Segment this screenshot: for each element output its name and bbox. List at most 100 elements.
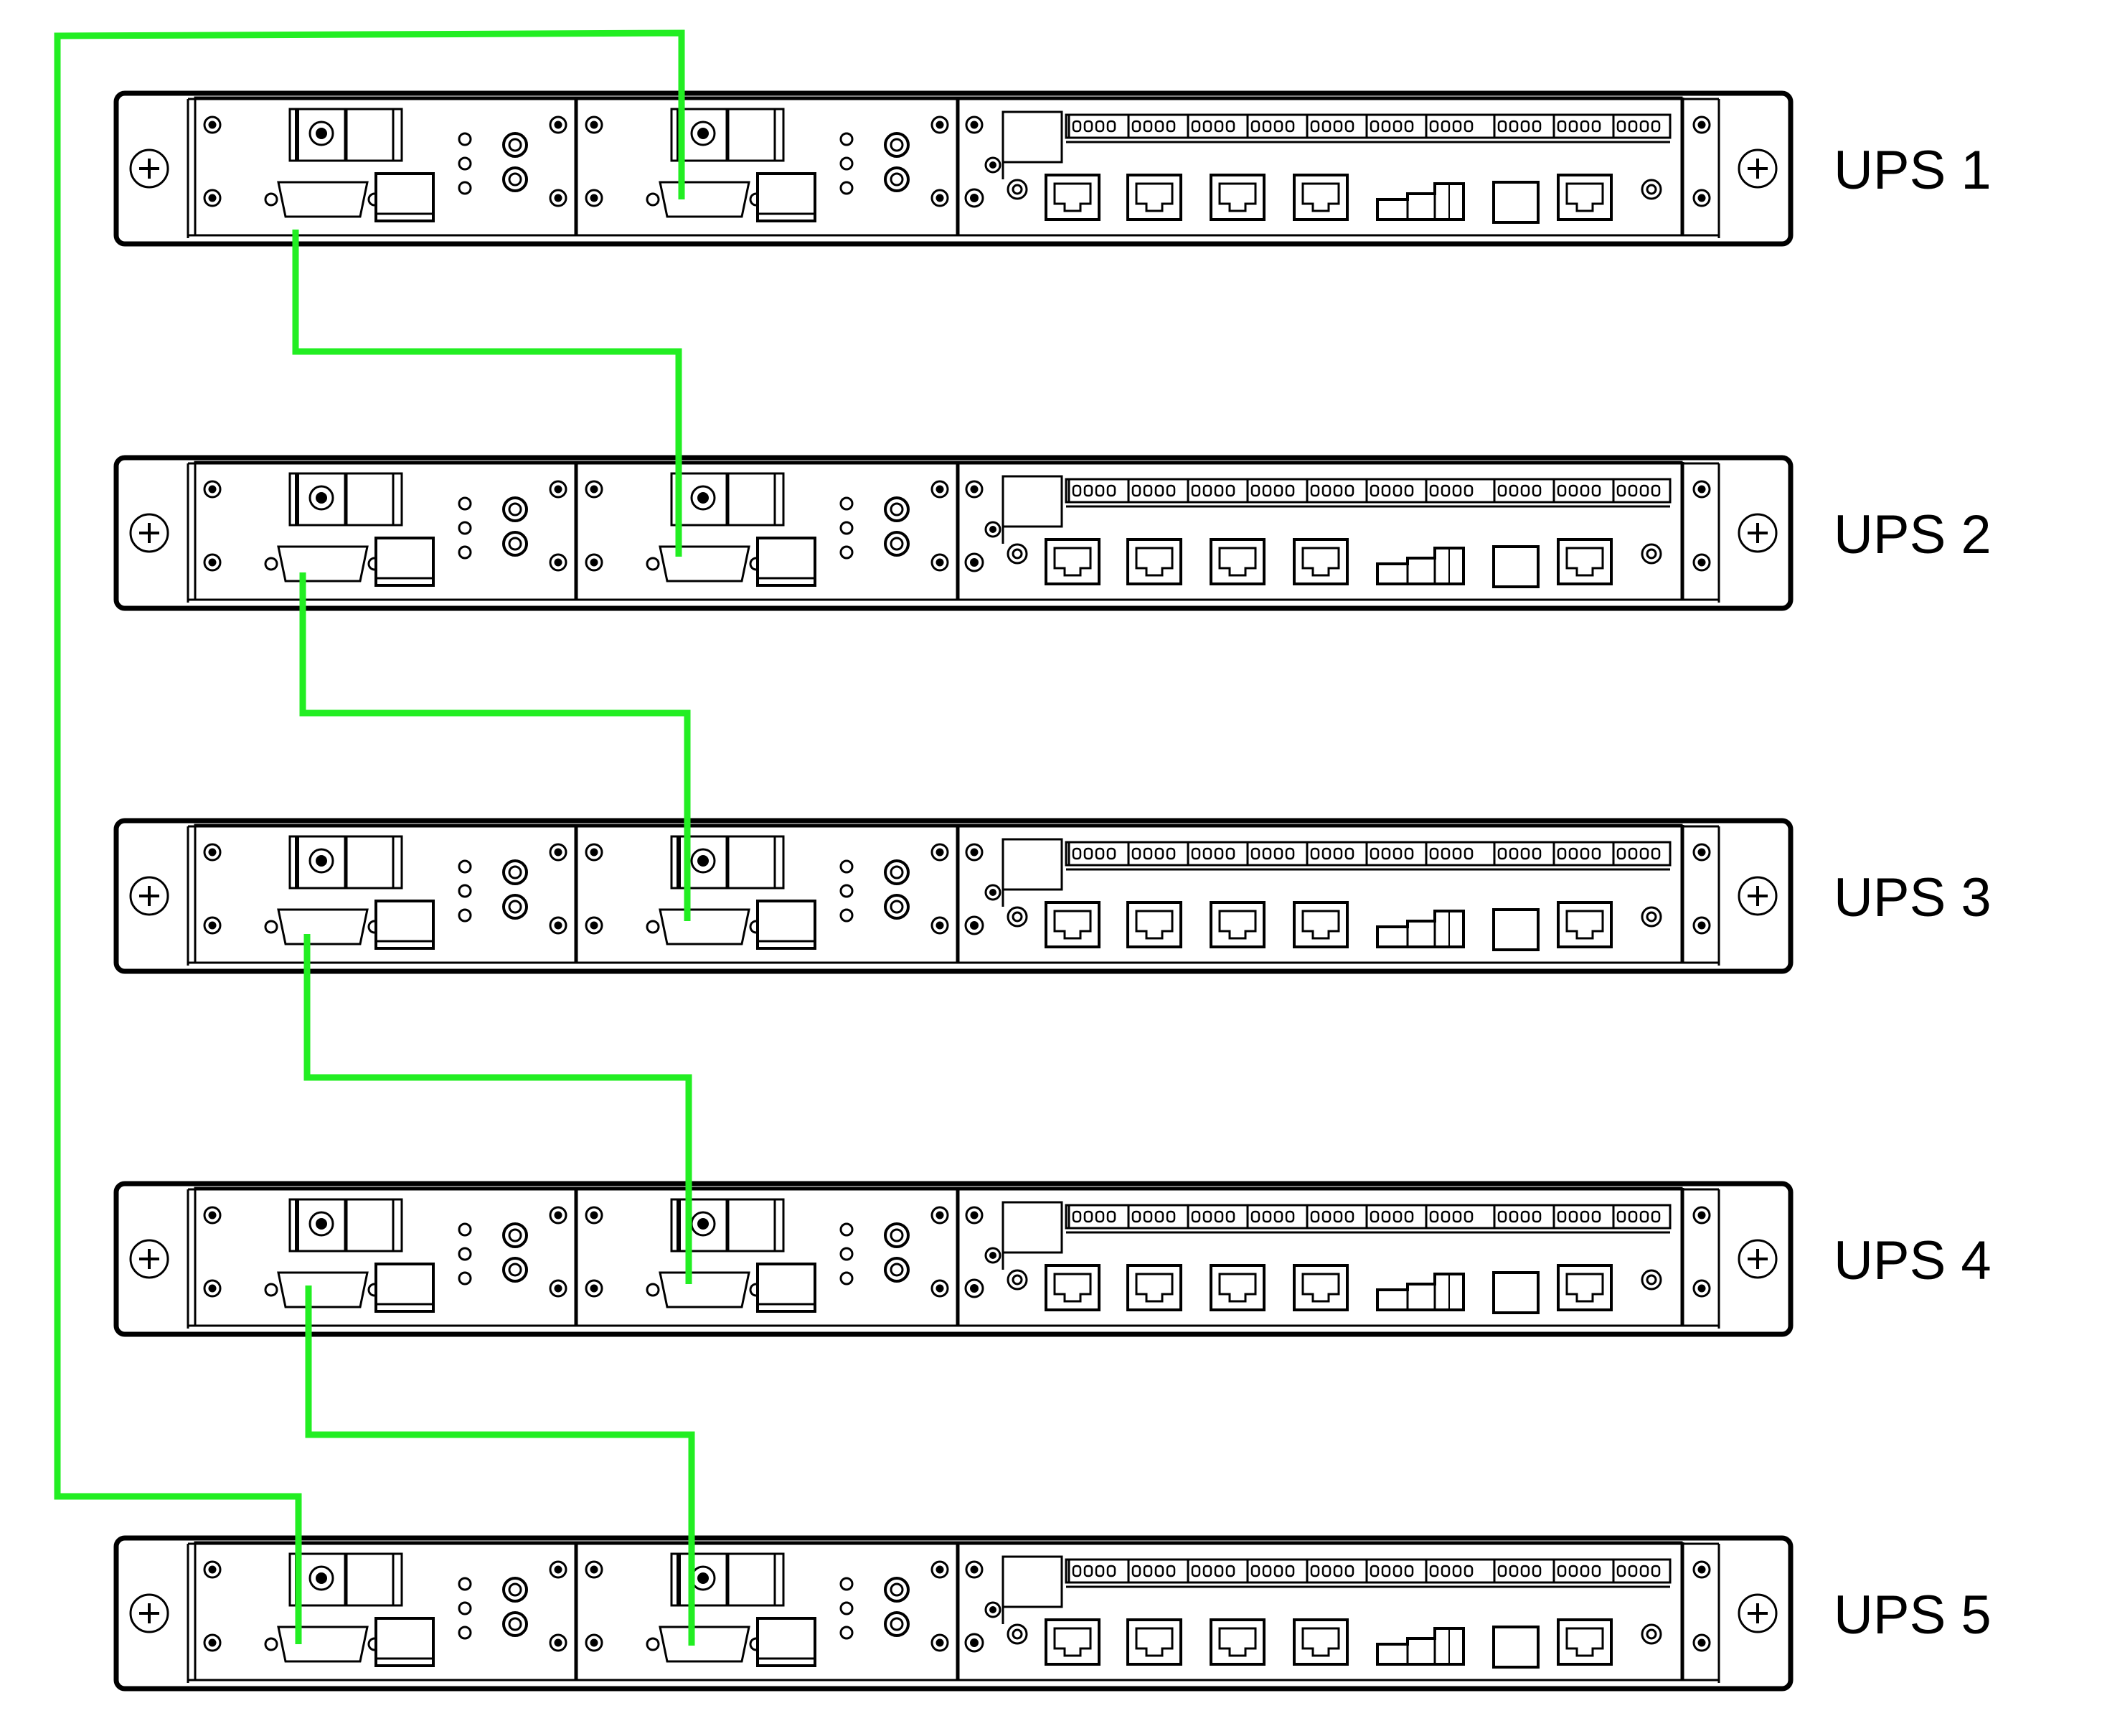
terminal-block-strip [1065, 841, 1672, 871]
screw-icon [984, 156, 1001, 174]
status-led-icon [839, 1247, 854, 1261]
screw-icon [1692, 1560, 1711, 1579]
square-connector-icon [374, 1263, 435, 1313]
ups-label: UPS 4 [1834, 1230, 1992, 1291]
screw-icon [585, 1279, 603, 1298]
screw-icon [1692, 189, 1711, 207]
square-connector-icon [756, 1263, 816, 1313]
card-button-icon [502, 1611, 528, 1637]
dip-switch-block [288, 1198, 403, 1253]
rj45-port-icon [1557, 1264, 1613, 1311]
db-serial-port-icon [264, 908, 382, 945]
parallel-card [575, 461, 958, 601]
screw-icon [203, 843, 222, 862]
screw-icon [1692, 115, 1711, 134]
status-led-icon [458, 908, 472, 923]
interface-module-frame [957, 1187, 1683, 1327]
ups-label: UPS 5 [1834, 1585, 1992, 1646]
rj45-port-icon [1293, 1618, 1349, 1666]
screw-icon [930, 189, 949, 207]
ups-label: UPS 3 [1834, 867, 1992, 928]
rj45-port-icon [1126, 174, 1182, 221]
status-led-icon [839, 908, 854, 923]
ups-unit: UPS 1 [113, 90, 1992, 247]
card-button-icon [884, 166, 910, 192]
rj45-port-icon [1293, 538, 1349, 585]
ups-label: UPS 2 [1834, 504, 1992, 565]
card-frame [575, 1187, 958, 1327]
rj45-port-icon [1210, 901, 1266, 948]
square-connector-icon [756, 1617, 816, 1667]
screw-icon [549, 480, 567, 499]
indicator-ring-icon [1641, 1269, 1662, 1291]
card-frame [194, 1541, 577, 1681]
aux-connector-box [1001, 1201, 1063, 1254]
screw-icon [1692, 553, 1711, 572]
square-connector-icon [374, 172, 435, 222]
screw-icon [585, 1560, 603, 1579]
status-led-icon [458, 156, 472, 171]
screw-icon [930, 1206, 949, 1225]
db-serial-port-icon [646, 908, 763, 945]
screw-icon [308, 1211, 334, 1237]
screw-icon [964, 915, 984, 935]
parallel-card [194, 461, 577, 601]
rj45-port-icon [1045, 538, 1101, 585]
card-button-icon [502, 531, 528, 557]
screw-icon [690, 1211, 716, 1237]
parallel-cable-3-4 [303, 934, 692, 1284]
screw-icon [203, 1633, 222, 1652]
rj45-port-icon [1557, 538, 1613, 585]
screw-icon [203, 553, 222, 572]
parallel-card [194, 824, 577, 964]
screw-icon [964, 1278, 984, 1298]
card-button-icon [884, 1577, 910, 1603]
db-serial-port-icon [264, 1271, 382, 1308]
square-port-icon [1492, 1271, 1540, 1314]
screw-icon [965, 1560, 984, 1579]
screw-icon [549, 189, 567, 207]
status-led-icon [839, 1577, 854, 1591]
dip-switch-block [288, 1552, 403, 1607]
interface-module-frame [957, 96, 1683, 237]
screw-icon [984, 884, 1001, 901]
stepped-connector-icon [1376, 1627, 1465, 1666]
parallel-cables [54, 29, 695, 1646]
status-led-icon [458, 521, 472, 535]
screw-icon [203, 1279, 222, 1298]
db-serial-port-icon [646, 1271, 763, 1308]
status-led-icon [458, 181, 472, 195]
rack-screw-icon [129, 148, 169, 189]
dip-switch-block [670, 108, 785, 162]
card-button-icon [502, 132, 528, 158]
status-led-icon [839, 1271, 854, 1286]
indicator-ring-icon [1007, 179, 1028, 200]
status-led-icon [458, 1247, 472, 1261]
interface-module-frame [957, 1541, 1683, 1681]
rj45-port-icon [1293, 1264, 1349, 1311]
status-led-icon [839, 859, 854, 874]
rj45-port-icon [1557, 174, 1613, 221]
rj45-port-icon [1210, 1618, 1266, 1666]
screw-icon [690, 1565, 716, 1591]
status-led-icon [458, 1626, 472, 1640]
screw-icon [585, 189, 603, 207]
parallel-cable-4-5 [305, 1286, 695, 1646]
screw-icon [585, 916, 603, 935]
status-led-icon [839, 1222, 854, 1237]
interface-module [957, 1187, 1711, 1327]
status-led-icon [458, 132, 472, 146]
card-button-icon [884, 496, 910, 522]
rack-screw-icon [129, 1239, 169, 1279]
card-frame [194, 1187, 577, 1327]
rj45-port-icon [1557, 1618, 1613, 1666]
ups-unit: UPS 2 [113, 455, 1992, 611]
screw-icon [965, 843, 984, 862]
screw-icon [964, 1633, 984, 1653]
screw-icon [549, 1206, 567, 1225]
status-led-icon [458, 884, 472, 898]
screw-icon [930, 1633, 949, 1652]
terminal-block-strip [1065, 1204, 1672, 1234]
screw-icon [965, 1206, 984, 1225]
rack-screw-icon [1738, 1593, 1778, 1633]
